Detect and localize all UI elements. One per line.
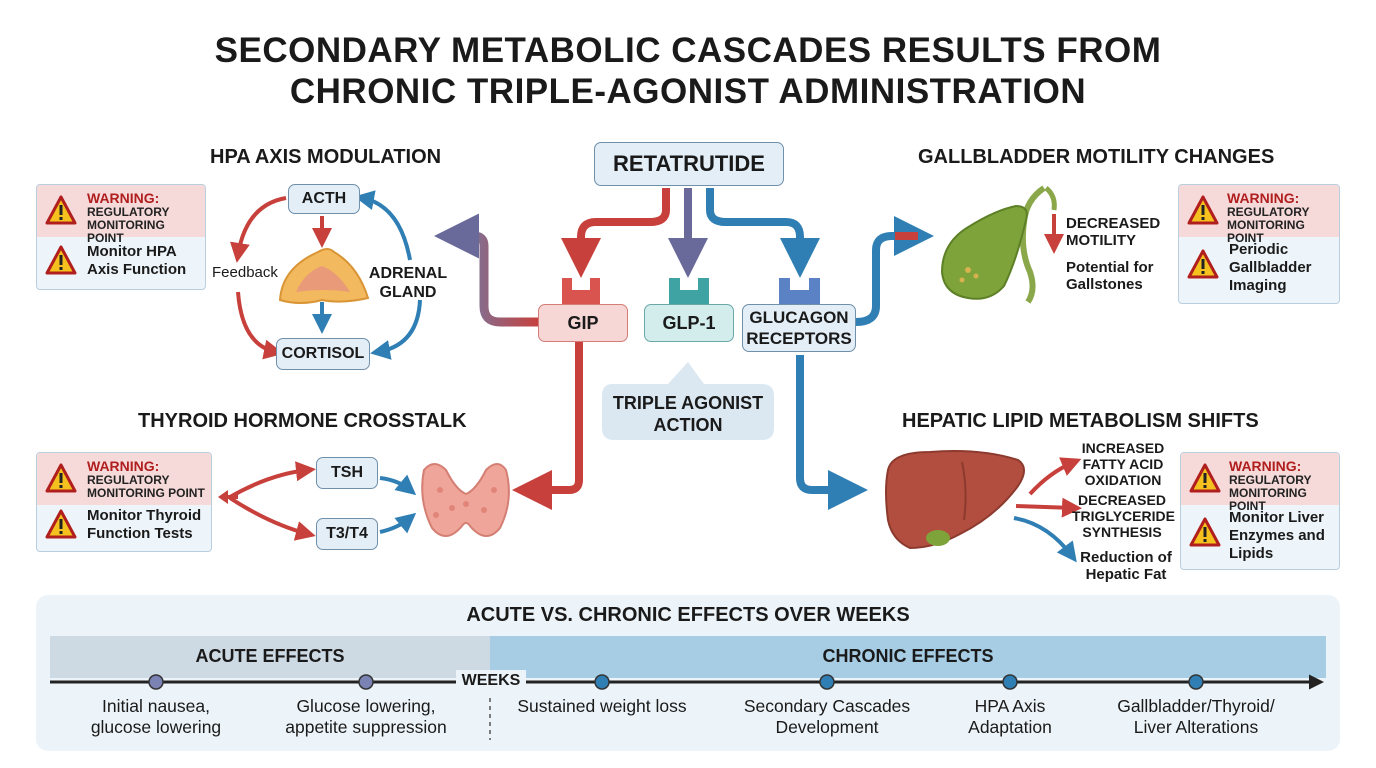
arrow-to-glucagon [706, 188, 820, 278]
timeline-dot [594, 674, 610, 690]
arrow-to-gip [561, 188, 670, 278]
warning-label: WARNING: [1229, 458, 1302, 474]
warning-icon [45, 509, 77, 539]
hepatic-warning-card: WARNING: REGULATORY MONITORING POINT Mon… [1180, 452, 1340, 570]
arrow-gip-to-hpa [434, 213, 540, 327]
warning-icon [1187, 195, 1219, 225]
page-title: SECONDARY METABOLIC CASCADES RESULTS FRO… [0, 30, 1376, 112]
warning-icon [1189, 517, 1221, 547]
warning-sub: REGULATORY MONITORING POINT [87, 473, 205, 500]
gallbladder-title: GALLBLADDER MOTILITY CHANGES [918, 146, 1275, 168]
acute-effects-label: ACUTE EFFECTS [195, 646, 345, 666]
adrenal-gland-icon [278, 248, 370, 304]
warning-label: WARNING: [87, 190, 160, 206]
gallbladder-effect-2: Potential for Gallstones [1066, 259, 1154, 293]
warning-sub: REGULATORY MONITORING POINT [1227, 205, 1310, 245]
timeline-item: Initial nausea, glucose lowering [90, 696, 222, 737]
arrow-glucagon-to-gallbladder [855, 216, 934, 326]
t3t4-box: T3/T4 [316, 518, 378, 550]
warning-icon [45, 463, 77, 493]
timeline-dot [148, 674, 164, 690]
warning-sub: REGULATORY MONITORING POINT [1229, 473, 1312, 513]
timeline-dot [1188, 674, 1204, 690]
gip-receptor-icon [562, 278, 600, 304]
hepatic-effect-2: DECREASED TRIGLYCERIDE SYNTHESIS [1072, 492, 1175, 540]
thyroid-title: THYROID HORMONE CROSSTALK [138, 410, 467, 432]
feedback-label: Feedback [212, 264, 278, 281]
acute-band [50, 636, 490, 678]
thyroid-warning-card: WARNING: REGULATORY MONITORING POINT Mon… [36, 452, 212, 552]
glucagon-receptor-box: GLUCAGON RECEPTORS [742, 304, 856, 352]
warning-icon [45, 195, 77, 225]
gallbladder-effect-1: DECREASED MOTILITY [1066, 215, 1161, 249]
timeline-dot [1002, 674, 1018, 690]
arrow-glucagon-to-liver [796, 355, 868, 510]
hpa-monitor-text: Monitor HPA Axis Function [87, 243, 187, 278]
adrenal-label: ADRENAL GLAND [368, 265, 448, 301]
gip-receptor-box: GIP [538, 304, 628, 342]
title-line-2: CHRONIC TRIPLE-AGONIST ADMINISTRATION [289, 72, 1087, 111]
tsh-box: TSH [316, 457, 378, 489]
gallbladder-icon [940, 185, 1057, 304]
arrow-gip-to-thyroid [512, 340, 583, 510]
cortisol-box: CORTISOL [276, 338, 370, 370]
gallbladder-monitor-text: Periodic Gallbladder Imaging [1229, 241, 1312, 294]
warning-sub: REGULATORY MONITORING POINT [87, 205, 170, 245]
hpa-title: HPA AXIS MODULATION [210, 146, 442, 168]
timeline-item: Gallbladder/Thyroid/ Liver Alterations [1117, 696, 1275, 737]
acth-box: ACTH [288, 184, 360, 214]
gallbladder-warning-card: WARNING: REGULATORY MONITORING POINT Per… [1178, 184, 1340, 304]
liver-icon [885, 450, 1025, 550]
hepatic-effect-1: INCREASED FATTY ACID OXIDATION [1081, 440, 1165, 488]
warning-label: WARNING: [1227, 190, 1300, 206]
timeline-item: Glucose lowering, appetite suppression [285, 696, 447, 737]
warning-icon [1189, 463, 1221, 493]
warning-icon [1187, 249, 1219, 279]
timeline-dot [819, 674, 835, 690]
glp1-receptor-icon [669, 278, 709, 304]
thyroid-monitor-text: Monitor Thyroid Function Tests [87, 507, 202, 542]
warning-icon [45, 245, 77, 275]
hepatic-monitor-text: Monitor Liver Enzymes and Lipids [1229, 509, 1325, 562]
timeline-dot [358, 674, 374, 690]
hepatic-effect-3: Reduction of Hepatic Fat [1080, 549, 1172, 583]
thyroid-gland-icon [421, 463, 510, 537]
warning-label: WARNING: [87, 458, 160, 474]
timeline-item: Sustained weight loss [517, 696, 687, 716]
triple-agonist-callout: TRIPLE AGONIST ACTION [612, 393, 764, 435]
timeline-item: HPA Axis Adaptation [968, 696, 1052, 737]
chronic-effects-label: CHRONIC EFFECTS [822, 646, 994, 666]
timeline-title: ACUTE VS. CHRONIC EFFECTS OVER WEEKS [466, 604, 910, 626]
glucagon-receptor-icon [779, 278, 820, 304]
chronic-band [490, 636, 1326, 678]
timeline-item: Secondary Cascades Development [743, 696, 911, 737]
glp1-receptor-box: GLP-1 [644, 304, 734, 342]
retatrutide-box: RETATRUTIDE [594, 142, 784, 186]
title-line-1: SECONDARY METABOLIC CASCADES RESULTS FRO… [214, 31, 1162, 70]
callout-bubble [602, 362, 774, 440]
hepatic-title: HEPATIC LIPID METABOLISM SHIFTS [902, 410, 1259, 432]
hpa-warning-card: WARNING: REGULATORY MONITORING POINT Mon… [36, 184, 206, 290]
weeks-label: WEEKS [461, 672, 521, 689]
